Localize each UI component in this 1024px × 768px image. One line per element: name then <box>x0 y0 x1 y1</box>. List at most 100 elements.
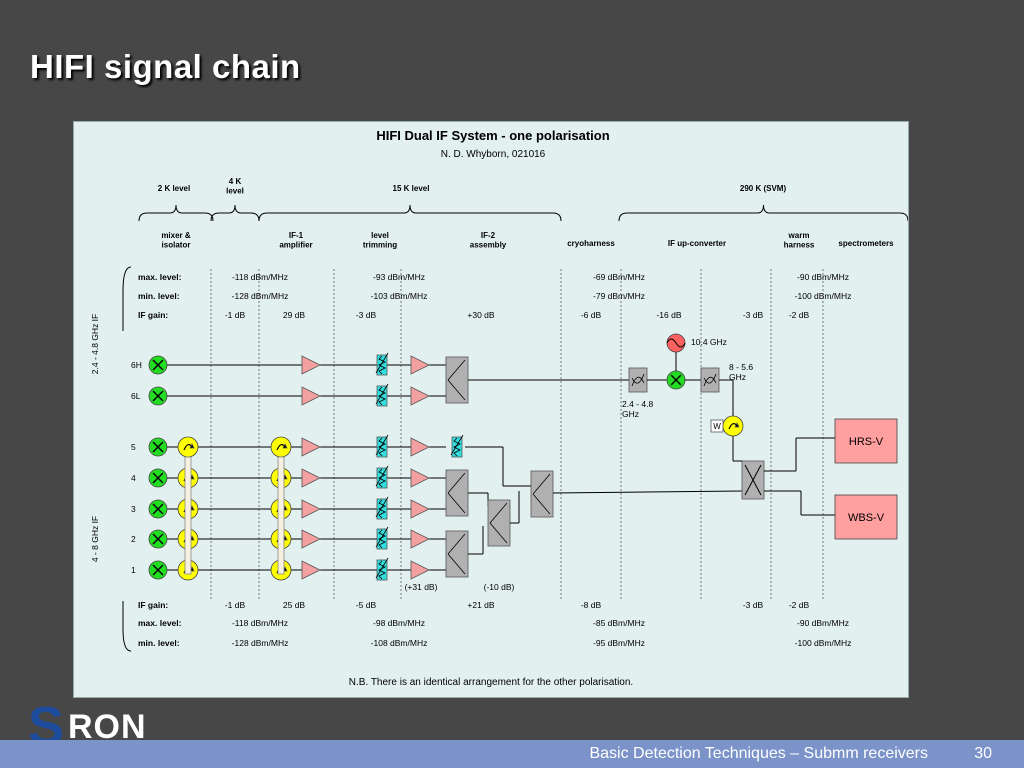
amplifier-icon <box>410 468 430 488</box>
attenuator-zigzag <box>453 437 461 457</box>
band-label: 6H <box>131 360 142 370</box>
row-label: max. level: <box>138 272 182 282</box>
row-value: 25 dB <box>283 600 306 610</box>
brace-4k <box>210 204 260 222</box>
amplifier-icon <box>410 437 430 457</box>
isolator-icon <box>177 436 199 458</box>
filter-curve <box>631 373 645 384</box>
row-value: -95 dBm/MHz <box>593 638 645 648</box>
row-value: -1 dB <box>225 310 246 320</box>
row-value: -128 dBm/MHz <box>232 291 289 301</box>
amplifier-icon <box>410 355 430 375</box>
warm-harness-resistor <box>710 419 724 433</box>
row-value: -108 dBm/MHz <box>371 638 428 648</box>
row-value: -118 dBm/MHz <box>232 272 288 282</box>
switch-cross <box>744 464 762 496</box>
row-label: IF gain: <box>138 600 168 610</box>
row-value: 29 dB <box>283 310 306 320</box>
band-label: 5 <box>131 442 136 452</box>
if2-assembly-block <box>445 469 469 517</box>
row-value: -85 dBm/MHz <box>593 618 645 628</box>
filter-icon <box>628 367 648 393</box>
amplifier-icon <box>301 355 321 375</box>
row-value: -3 dB <box>743 310 764 320</box>
resistor-icon <box>184 456 192 575</box>
diagram-title: HIFI Dual IF System - one polarisation <box>376 128 609 143</box>
if2-assembly-block <box>530 470 554 518</box>
row-label: max. level: <box>138 618 182 628</box>
wbs-v-label: WBS-V <box>848 512 885 524</box>
row-value: -16 dB <box>656 310 681 320</box>
attenuator-arrow <box>375 383 389 405</box>
stage-header: mixer &isolator <box>161 231 191 250</box>
attenuator-icon <box>376 467 388 489</box>
attenuator-icon <box>376 528 388 550</box>
row-bracket-bottom <box>122 601 132 652</box>
amplifier-icon <box>410 529 430 549</box>
filter-curve <box>703 376 717 387</box>
attenuator-zigzag <box>378 560 386 580</box>
attenuator-icon <box>376 436 388 458</box>
row-value: -90 dBm/MHz <box>797 618 849 628</box>
row-value: -2 dB <box>789 310 810 320</box>
row-value: -128 dBm/MHz <box>232 638 289 648</box>
row-value: -79 dBm/MHz <box>593 291 645 301</box>
amplifier-icon <box>410 386 430 406</box>
gain-annotation: (-10 dB) <box>484 582 515 592</box>
band-label: 3 <box>131 504 136 514</box>
block-symbol <box>447 472 466 514</box>
attenuator-arrow <box>375 434 389 456</box>
row-value: -3 dB <box>743 600 764 610</box>
band-label: 2 <box>131 534 136 544</box>
row-value: +21 dB <box>467 600 495 610</box>
attenuator-icon <box>376 498 388 520</box>
row-value: -103 dBm/MHz <box>371 291 428 301</box>
mixer-cross <box>152 472 164 484</box>
if-range-low: 4 - 8 GHz IF <box>90 516 100 562</box>
mixer-cross <box>152 564 164 576</box>
temp-2k: 2 K level <box>158 184 190 193</box>
attenuator-zigzag <box>378 355 386 375</box>
row-value: -69 dBm/MHz <box>593 272 645 282</box>
footer-text: Basic Detection Techniques – Submm recei… <box>589 745 928 762</box>
filter-curve <box>631 376 645 387</box>
attenuator-arrow <box>450 434 464 456</box>
amplifier-icon <box>301 386 321 406</box>
brace-15k <box>258 204 562 222</box>
temp-290k: 290 K (SVM) <box>740 184 787 193</box>
band-label: 6L <box>131 391 141 401</box>
row-value: -100 dBm/MHz <box>795 638 852 648</box>
brace-290k <box>618 204 908 222</box>
amplifier-icon <box>301 468 321 488</box>
gain-annotation: (+31 dB) <box>405 582 438 592</box>
slide-title: HIFI signal chain <box>30 48 301 85</box>
amplifier-icon <box>301 529 321 549</box>
footer-bar: Basic Detection Techniques – Submm recei… <box>0 740 1024 768</box>
page-number: 30 <box>974 745 992 762</box>
if2-assembly-block <box>445 356 469 404</box>
diagram-canvas: HIFI Dual IF System - one polarisationN.… <box>90 128 908 688</box>
block-symbol <box>532 473 551 515</box>
row-label: min. level: <box>138 291 180 301</box>
temp-15k: 15 K level <box>393 184 430 193</box>
mixer-cross <box>152 359 164 371</box>
if2-assembly-block <box>487 499 511 547</box>
amplifier-icon <box>301 499 321 519</box>
row-value: -5 dB <box>356 600 377 610</box>
mixer-cross <box>670 374 682 386</box>
diagram-note: N.B. There is an identical arrangement f… <box>349 677 633 688</box>
logo-ron: RON <box>68 708 147 746</box>
resistor-icon <box>277 456 285 575</box>
brace-2k <box>138 204 214 222</box>
attenuator-zigzag <box>378 529 386 549</box>
filter-icon <box>700 367 720 393</box>
attenuator-zigzag <box>378 468 386 488</box>
row-label: IF gain: <box>138 310 168 320</box>
amplifier-icon <box>410 499 430 519</box>
row-value: -2 dB <box>789 600 810 610</box>
